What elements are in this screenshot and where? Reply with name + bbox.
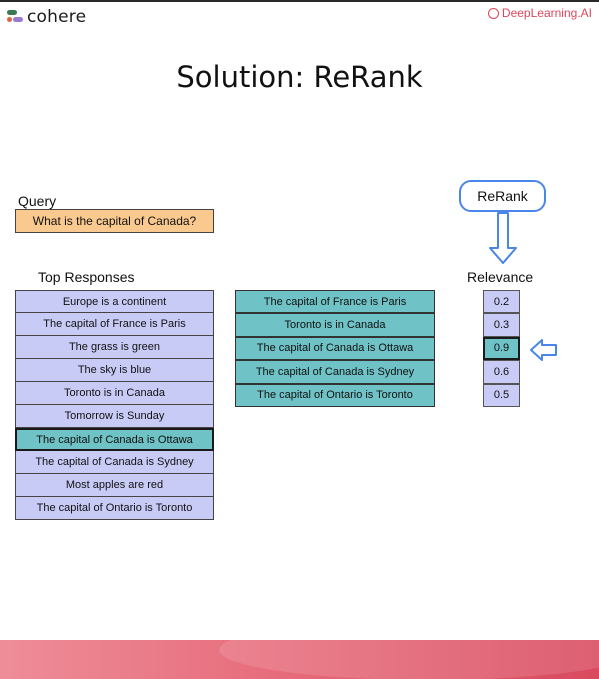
list-item: The grass is green: [15, 336, 214, 359]
list-item: Most apples are red: [15, 474, 214, 497]
relevance-score: 0.3: [483, 313, 520, 337]
list-item: The sky is blue: [15, 359, 214, 382]
relevance-list: 0.2 0.3 0.9 0.6 0.5: [483, 290, 520, 407]
brand-name: cohere: [27, 7, 87, 27]
slide-title: Solution: ReRank: [176, 60, 423, 94]
deeplearning-circle-icon: [487, 7, 499, 19]
list-item-highlighted: The capital of Canada is Ottawa: [15, 428, 214, 451]
query-label: Query: [18, 193, 57, 209]
list-item: The capital of France is Paris: [15, 313, 214, 336]
reranked-item: The capital of France is Paris: [235, 290, 435, 314]
reranked-item: The capital of Canada is Sydney: [235, 360, 435, 384]
top-responses-label: Top Responses: [38, 269, 135, 285]
relevance-score: 0.2: [483, 290, 520, 314]
reranked-item: The capital of Ontario is Toronto: [235, 383, 435, 407]
list-item: Europe is a continent: [15, 290, 214, 313]
arrow-down-icon: [489, 212, 517, 264]
list-item: Toronto is in Canada: [15, 382, 214, 405]
relevance-label: Relevance: [467, 269, 534, 285]
partner-name: DeepLearning.AI: [501, 6, 592, 20]
footer-wave: [219, 640, 599, 679]
relevance-score: 0.6: [483, 360, 520, 384]
top-responses-list: Europe is a continent The capital of Fra…: [15, 290, 214, 520]
rerank-box: ReRank: [459, 180, 546, 212]
cohere-mark-icon: [7, 10, 23, 24]
list-item: Tomorrow is Sunday: [15, 405, 214, 428]
deeplearning-logo: DeepLearning.AI: [487, 6, 592, 20]
reranked-list: The capital of France is Paris Toronto i…: [235, 290, 435, 407]
list-item: The capital of Canada is Sydney: [15, 451, 214, 474]
arrow-left-icon: [530, 339, 557, 361]
top-border-line: [0, 0, 599, 2]
reranked-item: The capital of Canada is Ottawa: [235, 336, 435, 361]
query-text: What is the capital of Canada?: [32, 214, 197, 228]
reranked-item: Toronto is in Canada: [235, 313, 435, 337]
query-box: What is the capital of Canada?: [15, 209, 214, 233]
footer-band: [0, 640, 599, 679]
cohere-logo: cohere: [7, 7, 86, 27]
relevance-score: 0.5: [483, 383, 520, 407]
relevance-score-highlighted: 0.9: [483, 336, 520, 361]
rerank-label: ReRank: [477, 188, 528, 204]
list-item: The capital of Ontario is Toronto: [15, 497, 214, 520]
